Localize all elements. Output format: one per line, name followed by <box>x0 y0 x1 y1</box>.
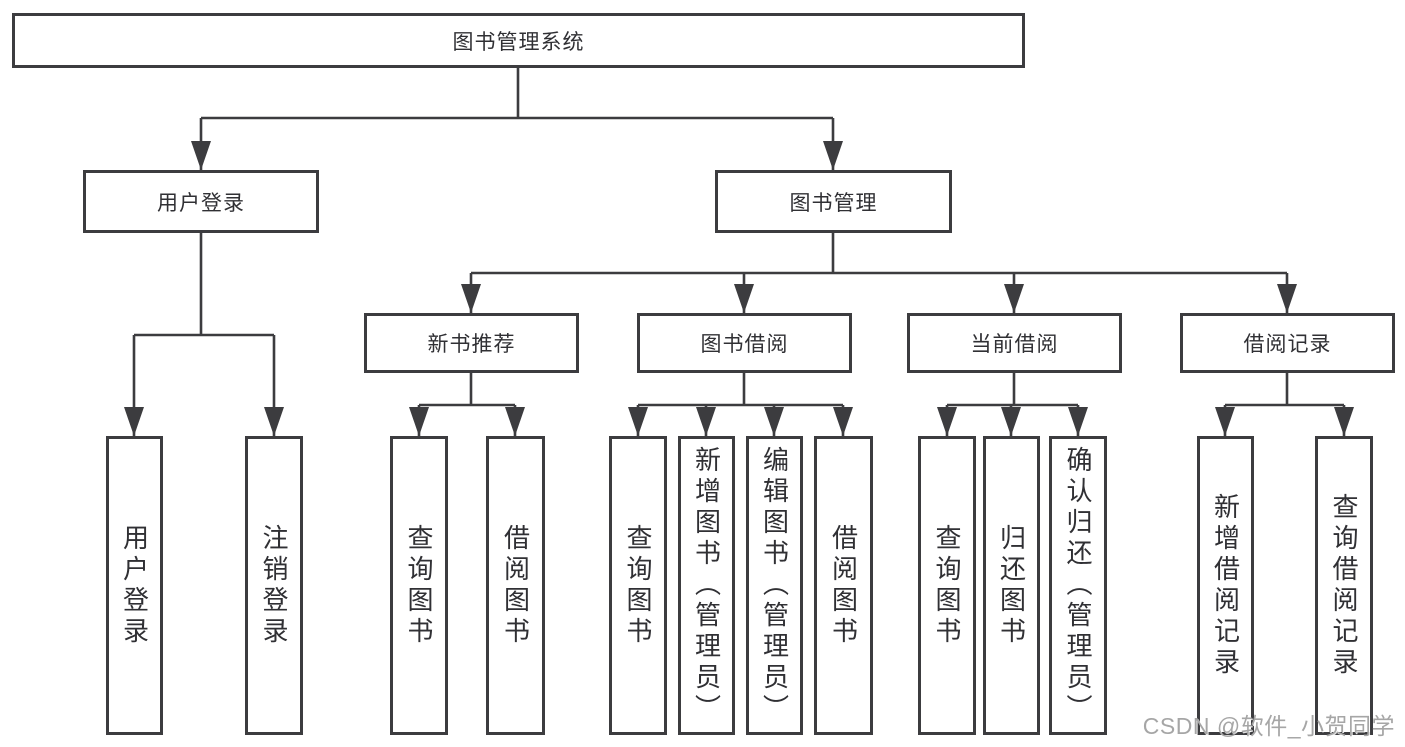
node-borrow-records: 借阅记录 <box>1180 313 1395 373</box>
leaf-borrow-books-recommend: 借阅图书 <box>486 436 545 735</box>
leaf-confirm-return-admin: 确认归还（管理员） <box>1049 436 1107 735</box>
leaf-user-login: 用户登录 <box>106 436 163 735</box>
leaf-borrow-books: 借阅图书 <box>814 436 873 735</box>
leaf-add-borrow-record: 新增借阅记录 <box>1197 436 1254 735</box>
node-root-system: 图书管理系统 <box>12 13 1025 68</box>
node-new-book-recommend: 新书推荐 <box>364 313 579 373</box>
csdn-watermark: CSDN @软件_小贺同学 <box>1142 713 1395 739</box>
node-book-borrow: 图书借阅 <box>637 313 852 373</box>
leaf-logout: 注销登录 <box>245 436 303 735</box>
node-current-borrow: 当前借阅 <box>907 313 1122 373</box>
leaf-query-borrow-record: 查询借阅记录 <box>1315 436 1373 735</box>
node-user-login: 用户登录 <box>83 170 319 233</box>
leaf-return-book: 归还图书 <box>983 436 1040 735</box>
node-book-management: 图书管理 <box>715 170 952 233</box>
leaf-query-books-recommend: 查询图书 <box>390 436 448 735</box>
leaf-query-books-current: 查询图书 <box>918 436 976 735</box>
leaf-edit-book-admin: 编辑图书（管理员） <box>746 436 803 735</box>
leaf-query-books-borrow: 查询图书 <box>609 436 667 735</box>
leaf-add-book-admin: 新增图书（管理员） <box>678 436 735 735</box>
